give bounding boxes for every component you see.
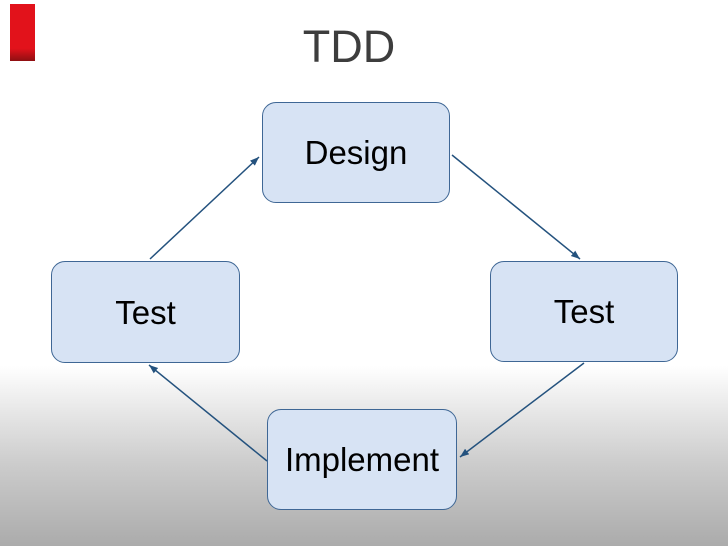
- slide-title: TDD: [302, 21, 396, 72]
- node-design-label: Design: [304, 134, 408, 171]
- node-design: Design: [262, 102, 450, 203]
- arrow-test-right-to-implement: [459, 362, 585, 458]
- arrow-design-to-test-right: [451, 154, 581, 260]
- node-test-right-label: Test: [553, 293, 615, 330]
- node-implement: Implement: [267, 409, 457, 510]
- arrow-test-left-to-design: [149, 156, 260, 260]
- node-implement-label: Implement: [284, 441, 440, 478]
- node-test-left-label: Test: [115, 293, 176, 331]
- node-test-right: Test: [490, 261, 678, 362]
- bookmark-ribbon: [10, 4, 35, 61]
- arrow-implement-to-test-left: [148, 364, 268, 462]
- node-test-left: Test: [51, 261, 240, 363]
